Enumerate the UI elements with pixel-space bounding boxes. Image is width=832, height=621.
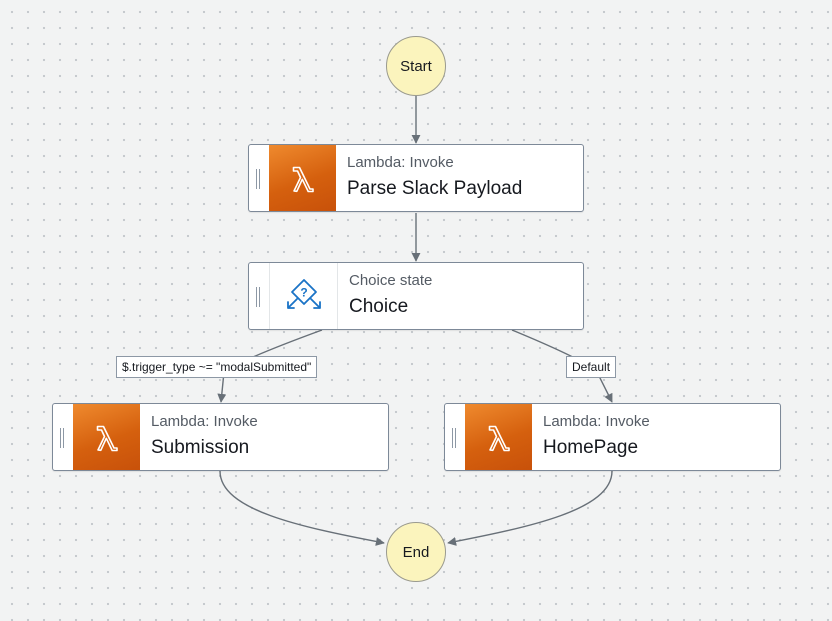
state-name: HomePage xyxy=(543,437,639,458)
lambda-icon xyxy=(465,404,532,470)
state-kind: Lambda: Invoke xyxy=(543,413,650,430)
end-label: End xyxy=(402,543,430,561)
edge-submission-to-end xyxy=(219,470,385,546)
state-kind: Lambda: Invoke xyxy=(347,154,454,171)
lambda-icon xyxy=(73,404,140,470)
start-node[interactable]: Start xyxy=(386,36,446,96)
choice-icon: ? xyxy=(269,263,338,329)
start-label: Start xyxy=(400,57,432,75)
state-name: Submission xyxy=(151,437,250,458)
default-label[interactable]: Default xyxy=(566,356,617,378)
drag-handle[interactable] xyxy=(249,145,269,211)
drag-handle[interactable] xyxy=(249,263,269,329)
end-node[interactable]: End xyxy=(386,522,446,582)
state-name: Choice xyxy=(349,296,409,317)
state-choice[interactable]: ? Choice state Choice xyxy=(248,262,584,330)
state-parse-slack-payload[interactable]: Lambda: Invoke Parse Slack Payload xyxy=(248,144,584,212)
edge-homepage-to-end xyxy=(447,470,613,546)
state-submission[interactable]: Lambda: Invoke Submission xyxy=(52,403,389,471)
drag-handle[interactable] xyxy=(445,404,465,470)
state-kind: Lambda: Invoke xyxy=(151,413,258,430)
drag-handle[interactable] xyxy=(53,404,73,470)
state-kind: Choice state xyxy=(349,272,433,289)
state-homepage[interactable]: Lambda: Invoke HomePage xyxy=(444,403,781,471)
condition-label[interactable]: $.trigger_type ~= "modalSubmitted" xyxy=(116,356,318,378)
lambda-icon xyxy=(269,145,336,211)
state-name: Parse Slack Payload xyxy=(347,178,523,199)
svg-text:?: ? xyxy=(300,286,307,300)
